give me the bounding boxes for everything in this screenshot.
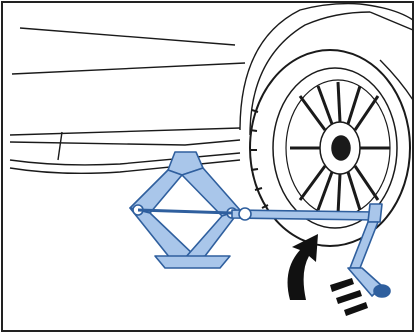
jack-illustration [0,0,415,333]
